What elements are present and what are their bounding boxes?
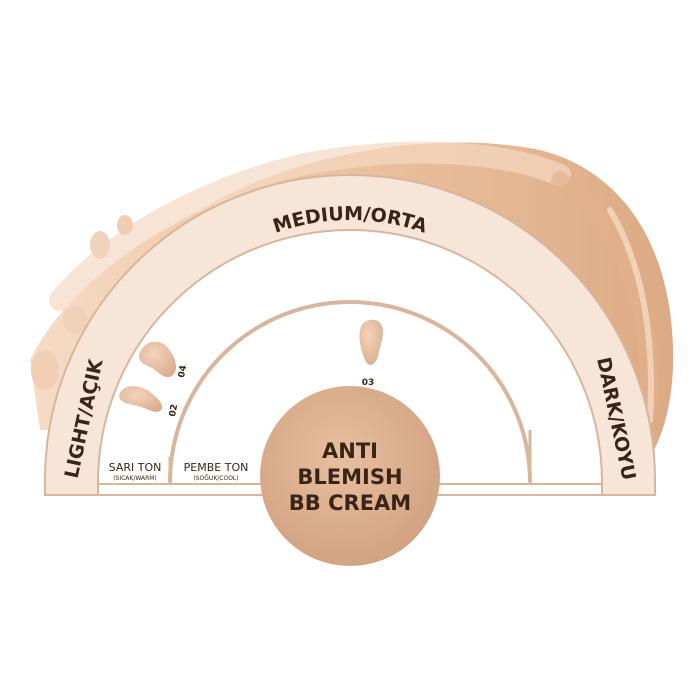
sari-ton-label: SARI TON <box>109 461 162 474</box>
shade-arch <box>44 174 656 496</box>
swatch-04: 04 <box>138 341 189 379</box>
sari-ton-sub: (SICAK/WARM) <box>113 475 157 482</box>
product-line-1: ANTI <box>322 439 378 463</box>
pembe-ton-label: PEMBE TON <box>184 461 249 474</box>
pembe-ton-sub: (SOĞUK/COOL) <box>193 475 238 482</box>
product-badge: ANTI BLEMISH BB CREAM <box>260 386 440 566</box>
swatch-03-code: 03 <box>362 378 375 388</box>
product-line-2: BLEMISH <box>297 465 402 489</box>
swatch-03: 03 <box>359 319 383 388</box>
swatch-04-code: 04 <box>177 364 189 378</box>
swatch-02-code: 02 <box>168 403 180 417</box>
swatch-02: 02 <box>119 386 180 418</box>
product-line-3: BB CREAM <box>289 491 411 515</box>
